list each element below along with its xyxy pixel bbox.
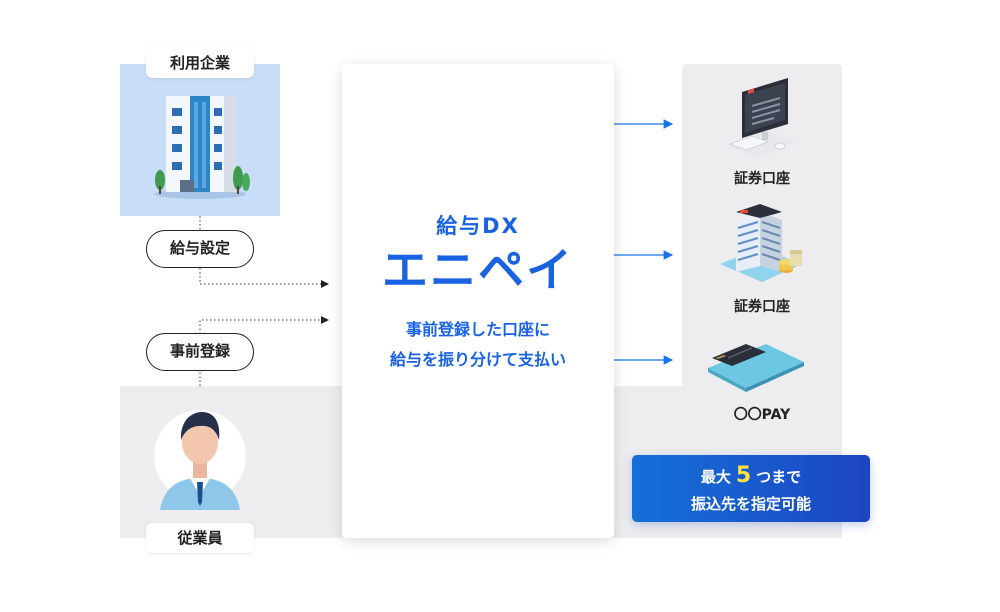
tagline-line-1: 事前登録した口座に — [405, 320, 550, 339]
pre-registration-pill: 事前登録 — [146, 333, 254, 371]
employee-label: 従業員 — [146, 523, 254, 553]
destination-label-1: 証券口座 — [734, 171, 790, 187]
employee-avatar-icon — [154, 410, 246, 510]
brand-logo-text: エニペイ — [382, 243, 574, 297]
callout-suffix: つまで — [756, 468, 802, 486]
callout-number: 5 — [735, 463, 752, 488]
office-building-icon — [154, 96, 250, 199]
destination-label-3: 〇〇PAY — [733, 407, 791, 423]
brand-subtitle: 給与DX — [436, 214, 520, 238]
bank-building-icon — [720, 204, 802, 282]
company-label: 利用企業 — [146, 48, 254, 78]
smartphone-payment-icon — [708, 344, 804, 392]
salary-setting-pill: 給与設定 — [146, 230, 254, 268]
tagline-line-2: 給与を振り分けて支払い — [389, 350, 566, 369]
service-card: 給与DX エニペイ 事前登録した口座に 給与を振り分けて支払い — [342, 64, 614, 538]
monitor-trading-icon — [728, 78, 796, 158]
callout-prefix: 最大 — [700, 468, 731, 486]
callout-line-2: 振込先を指定可能 — [690, 495, 811, 513]
destination-label-2: 証券口座 — [734, 299, 790, 315]
